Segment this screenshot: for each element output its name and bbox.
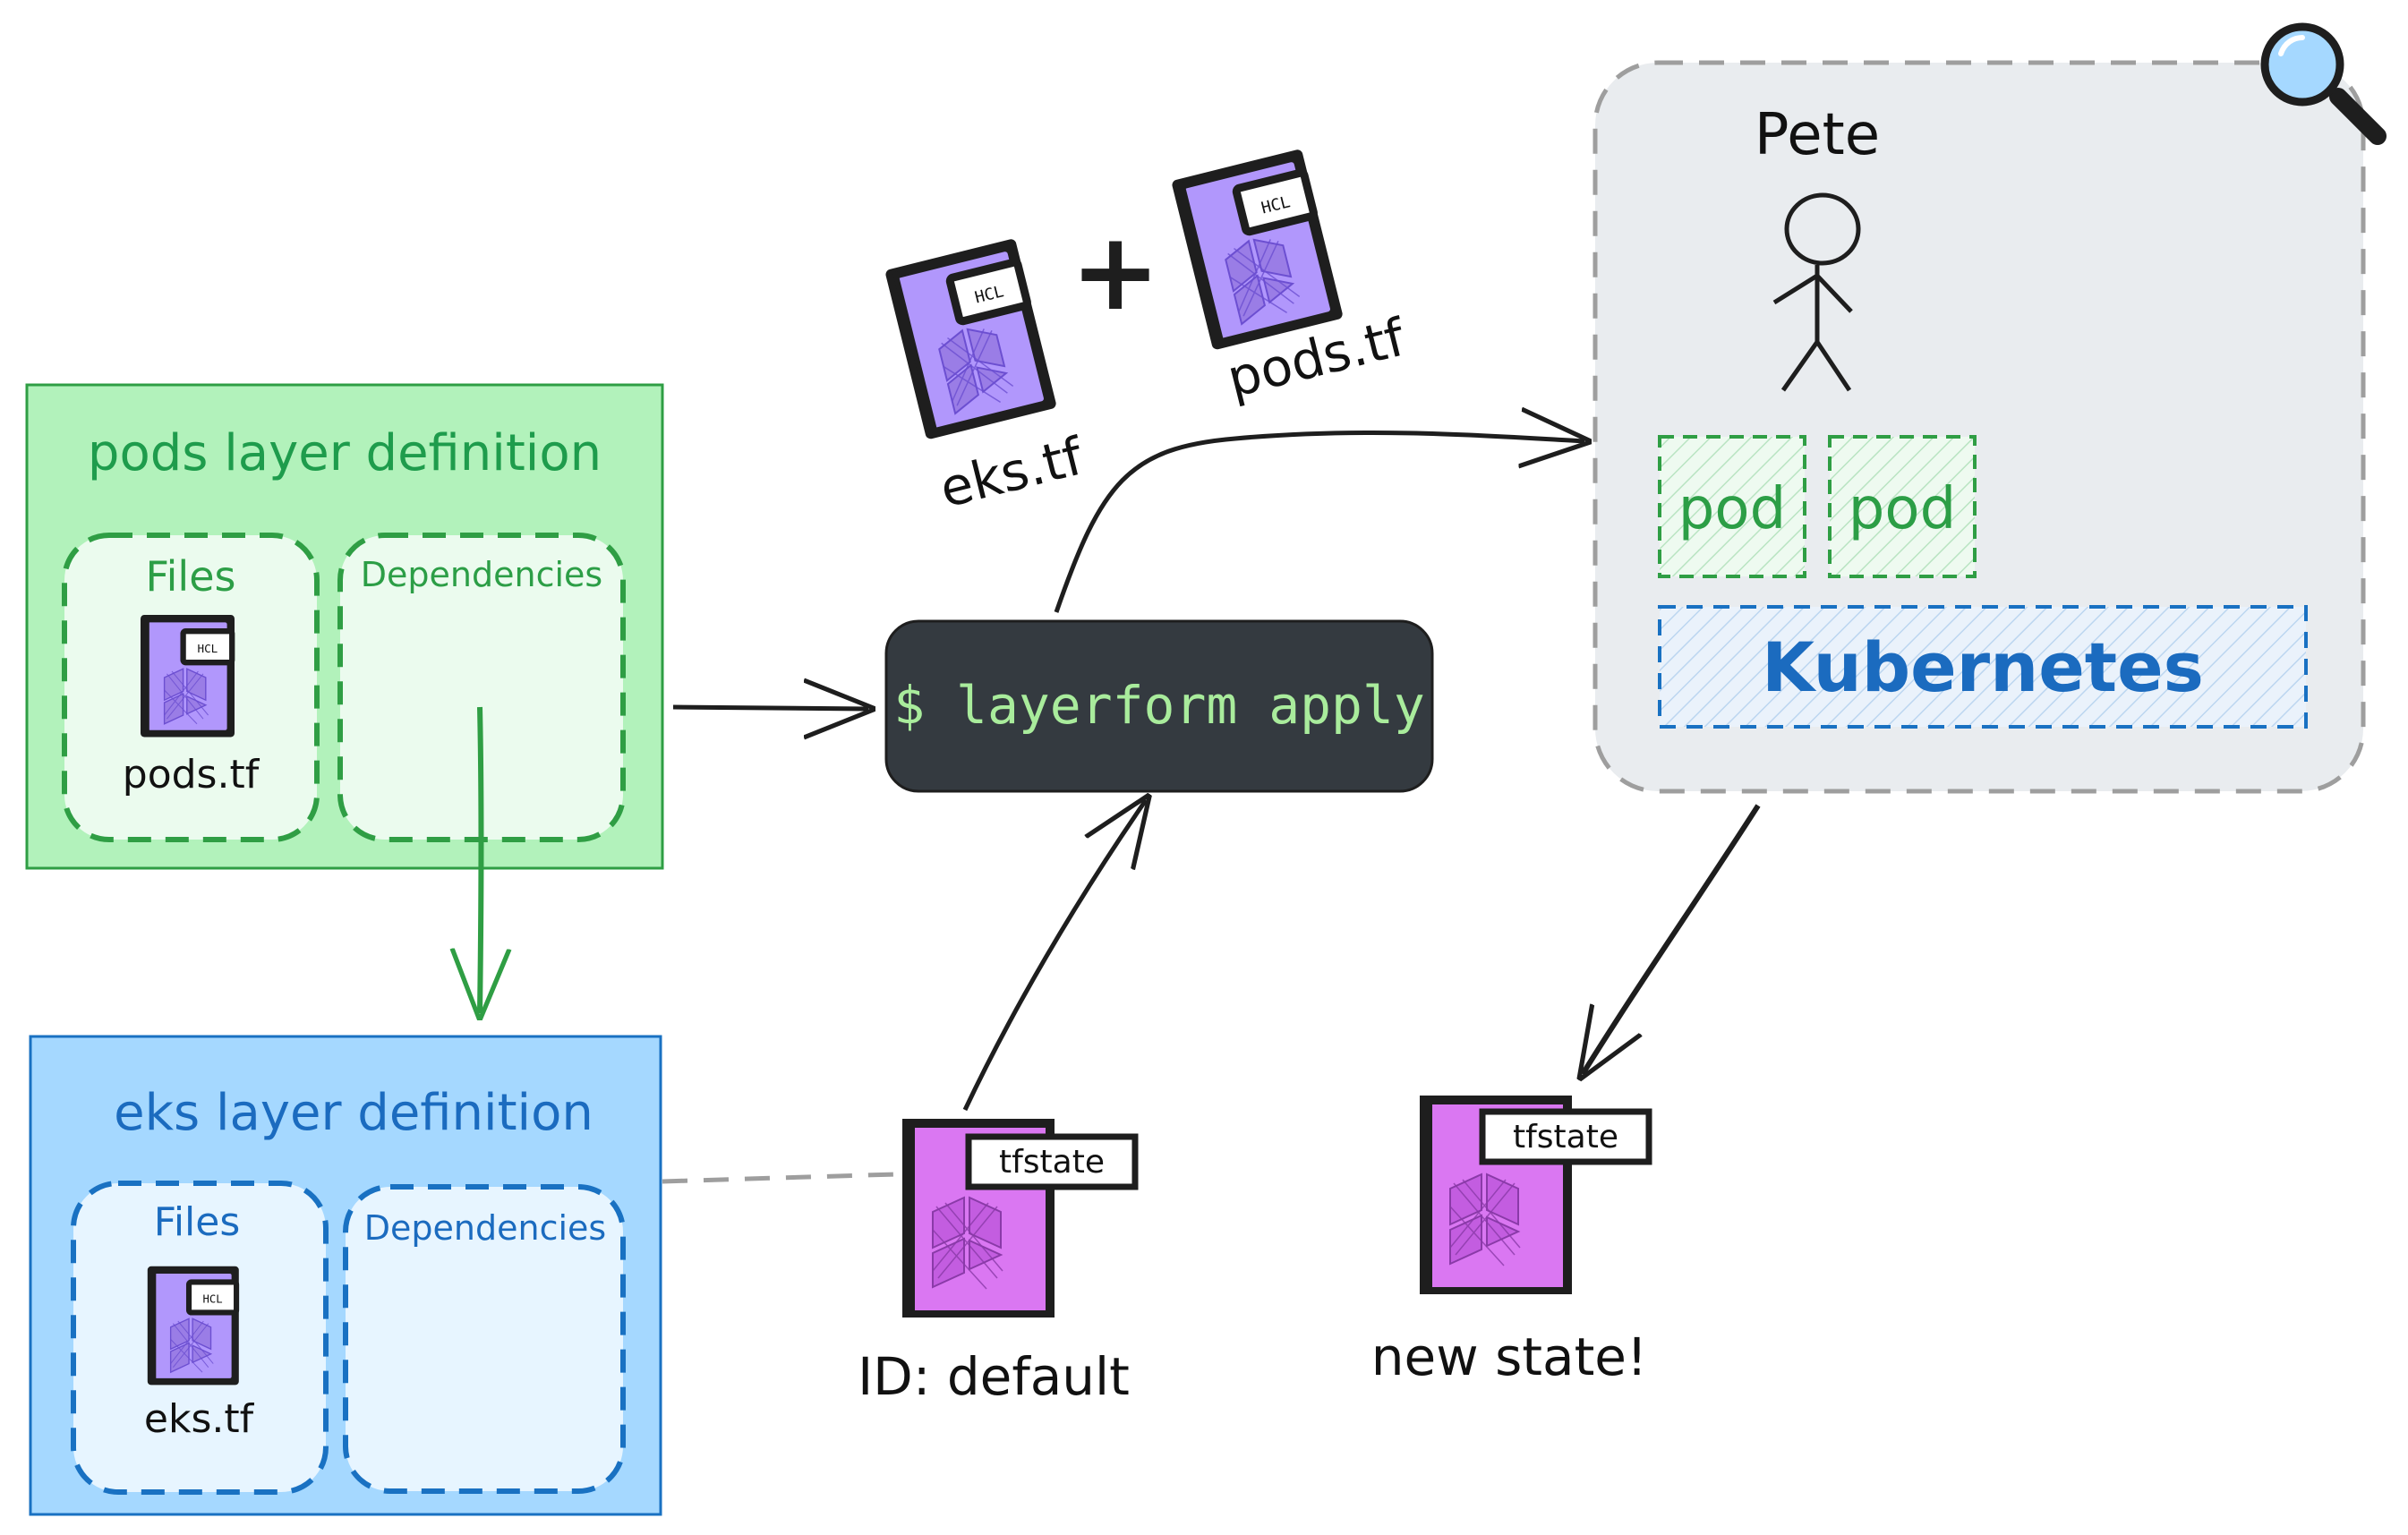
state-in-icon: tfstate [901,1118,1139,1318]
state-out-badge: tfstate [1513,1119,1618,1156]
dependency-arrow [480,706,482,1013]
command-box[interactable]: $ layerform apply [884,619,1434,793]
eks-layer-box: eks layer definition Files HCL eks.tf De… [29,1035,662,1516]
input-eks-tf-icon: HCL [884,238,1057,439]
cluster-to-state-arrow [1583,804,1761,1074]
pods-layer-box: pods layer definition Files HCL pods.tf … [25,383,664,870]
command-text: $ layerform apply [893,675,1425,736]
pods-tf-badge: HCL [198,642,218,655]
eks-dependencies-box [343,1184,626,1494]
state-out-label: new state! [1371,1326,1648,1387]
eks-tf-badge: HCL [203,1293,223,1306]
cluster-user-name: Pete [1755,102,1880,168]
pods-files-label: Files [146,552,236,601]
eks-files-label: Files [154,1199,241,1245]
state-in-label: ID: default [858,1346,1130,1407]
input-pods-tf-icon: HCL [1171,149,1344,350]
pod-2-label: pod [1849,476,1956,542]
eks-layer-title: eks layer definition [114,1084,593,1142]
state-out-icon: tfstate [1419,1095,1652,1295]
pod-1-label: pod [1678,476,1786,542]
layer-to-command-arrow [672,707,868,709]
eks-tf-icon: HCL [148,1266,239,1386]
pods-tf-file-name: pods.tf [123,752,260,797]
input-eks-tf-name: eks.tf [934,425,1089,519]
cluster-box: Pete pod pod Kubernetes [1593,60,2366,794]
person-icon [1772,192,1861,392]
state-in-badge: tfstate [999,1144,1105,1181]
plus-sign: + [1071,210,1161,335]
apply-to-cluster-arrow [1054,432,1584,613]
eks-state-link [662,1172,896,1184]
magnifier-icon [2260,22,2387,145]
pods-layer-title: pods layer definition [88,424,602,482]
pods-dependencies-label: Dependencies [361,555,602,594]
kubernetes-box [1658,605,2308,729]
state-to-command-arrow [962,800,1146,1112]
pods-tf-icon: HCL [141,615,235,738]
kubernetes-label: Kubernetes [1762,627,2204,707]
eks-dependencies-label: Dependencies [364,1208,606,1248]
pod-1-box [1658,435,1806,578]
eks-tf-file-name: eks.tf [144,1396,255,1442]
pod-2-box [1828,435,1977,578]
